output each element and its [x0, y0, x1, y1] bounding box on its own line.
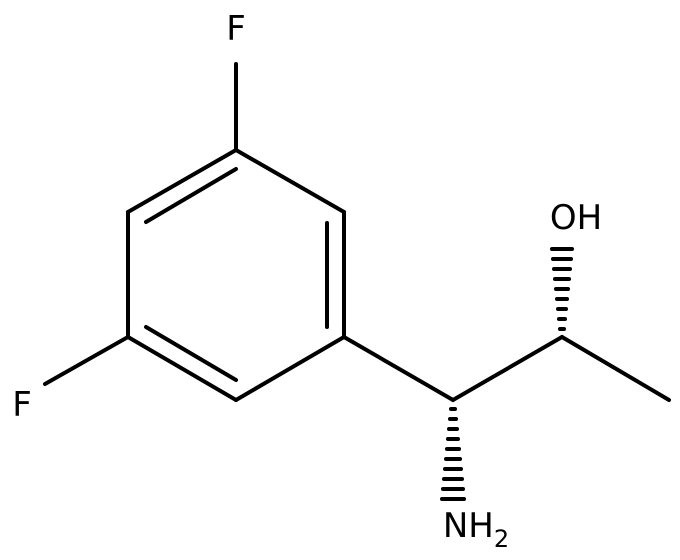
bond-chiral-carbon-to-alcohol-carbon: [451, 335, 564, 402]
fluorine-top-label: F: [226, 9, 246, 49]
ring-bond-bottom-right: [234, 335, 346, 402]
bond-alcohol-carbon-to-methyl: [560, 335, 671, 402]
hydroxyl-label: OH: [550, 198, 602, 238]
fluorine-left-label: F: [12, 385, 32, 425]
amino-subscript-text: 2: [494, 525, 509, 553]
bond-to-left-fluorine: [43, 335, 130, 386]
ring-bond-top-right: [234, 148, 346, 214]
ring-bond-bottom-left: [126, 335, 238, 402]
hashed-wedge-to-hydroxyl: [550, 247, 574, 331]
ring-bond-top-left: [126, 148, 238, 214]
bond-ring-to-chiral-carbon: [342, 335, 455, 402]
benzene-ring: [126, 148, 346, 402]
amino-main-text: NH: [443, 506, 494, 546]
ring-double-bond-inner-top-left: [144, 167, 238, 224]
ring-double-bond-inner-bottom-left: [144, 325, 238, 382]
hashed-wedge-to-amino: [440, 407, 466, 501]
amino-label: NH2: [443, 506, 509, 553]
